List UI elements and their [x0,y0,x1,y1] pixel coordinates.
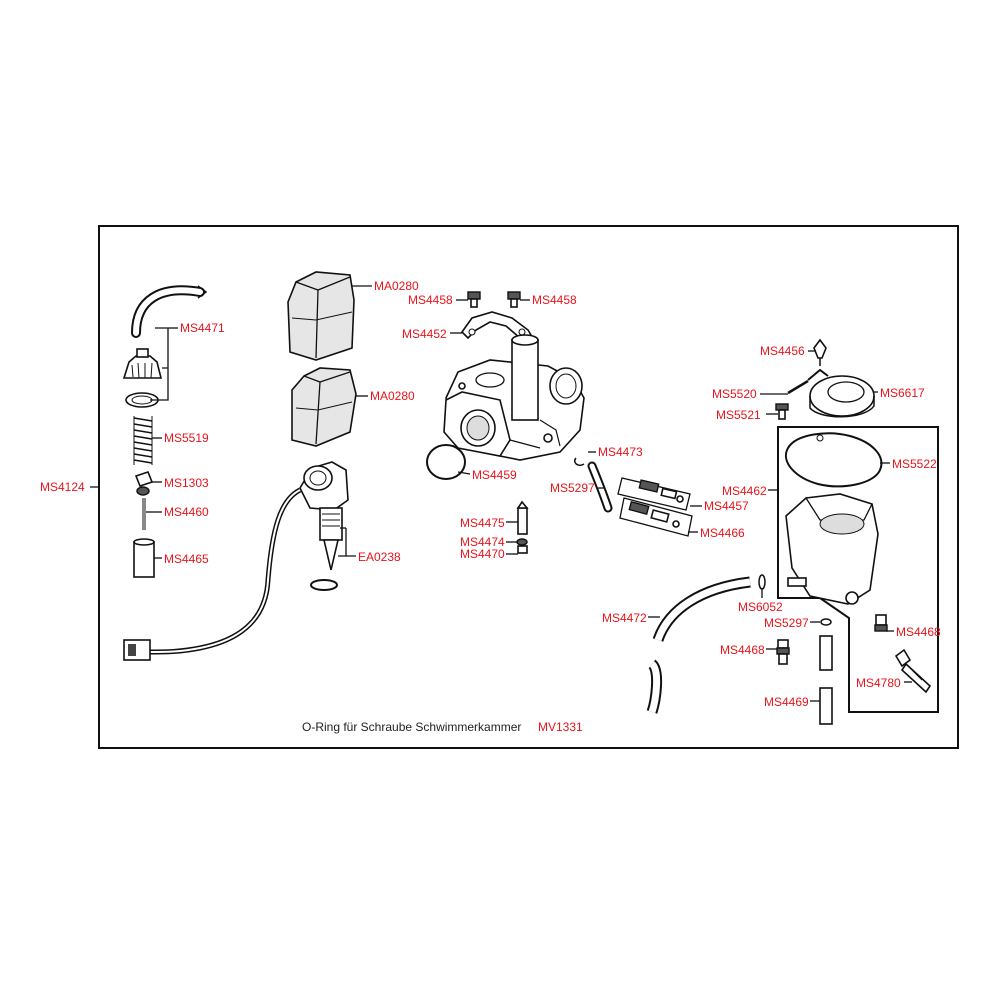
leader-lines [90,285,912,702]
label-ms4471: MS4471 [180,321,225,335]
choke-cable-hose [131,285,208,338]
screw-ms4458-left [467,291,481,308]
idle-screw-ms4780 [894,648,932,694]
label-ms4469: MS4469 [764,695,809,709]
choke-spring [133,415,153,465]
label-ms4465: MS4465 [164,552,209,566]
label-ms4452: MS4452 [402,327,447,341]
label-ms6052: MS6052 [738,600,783,614]
label-ma0280-bottom: MA0280 [370,389,415,403]
label-ms1303: MS1303 [164,476,209,490]
fuel-hose-short [587,461,613,513]
label-ms4456: MS4456 [760,344,805,358]
electric-choke-wire [123,487,302,661]
float-assembly [807,368,875,418]
label-ms4474: MS4474 [460,535,505,549]
part-labels: MS4124 MS4471 MS5519 MS1303 MS4460 MS446… [40,279,941,734]
label-ms4473: MS4473 [598,445,643,459]
overflow-hose-long [646,576,751,714]
label-ma0280-top: MA0280 [374,279,419,293]
label-ms4466: MS4466 [700,526,745,540]
screw-ms4458-right [507,291,521,308]
label-ms4458-right: MS4458 [532,293,577,307]
drain-screw-ms4468-right [874,614,888,632]
label-ms5519: MS5519 [164,431,209,445]
float-pin [787,379,809,395]
choke-cap [122,348,163,379]
caption-text: O-Ring für Schraube Schwimmerkammer [302,720,521,734]
choke-plunger [133,538,155,578]
hose-clip-ms6052 [758,574,766,590]
air-filter-cover-top [287,271,355,361]
label-ms4470: MS4470 [460,547,505,561]
label-ms5297-lower: MS5297 [764,616,809,630]
label-ms4780: MS4780 [856,676,901,690]
label-ea0238: EA0238 [358,550,401,564]
choke-needle-valve [813,338,827,366]
choke-clip [134,471,154,496]
label-ms4472: MS4472 [602,611,647,625]
label-ms5522: MS5522 [892,457,937,471]
label-ms4468-left: MS4468 [720,643,765,657]
label-ms6617: MS6617 [880,386,925,400]
drain-screw-ms4468-left [776,639,790,665]
hose-clip-small [573,457,585,467]
label-ms4458-left: MS4458 [408,293,453,307]
caption-code: MV1331 [538,720,583,734]
label-ms4460: MS4460 [164,505,209,519]
jet-set-lower [619,497,693,537]
label-ms4457: MS4457 [704,499,749,513]
label-ms4459: MS4459 [472,468,517,482]
small-clip-ms5297 [820,618,832,626]
needle-jet-parts [516,500,529,554]
label-ms4462: MS4462 [722,484,767,498]
electric-choke-unit [299,461,349,591]
jet-set-upper [617,477,691,511]
label-ms4124: MS4124 [40,480,85,494]
label-ms5297-upper: MS5297 [550,481,595,495]
float-chamber-subframe [777,426,939,713]
float-chamber-gasket [785,432,883,488]
manifold-o-ring [426,444,466,480]
carburetor-body [443,334,585,461]
air-filter-cover-bottom [291,367,357,447]
label-ms5520: MS5520 [712,387,757,401]
drain-tube [819,635,833,725]
label-ms4468-right: MS4468 [896,625,941,639]
float-screw [775,403,789,420]
float-chamber-bowl [785,493,879,605]
label-ms4475: MS4475 [460,516,505,530]
label-ms5521: MS5521 [716,408,761,422]
